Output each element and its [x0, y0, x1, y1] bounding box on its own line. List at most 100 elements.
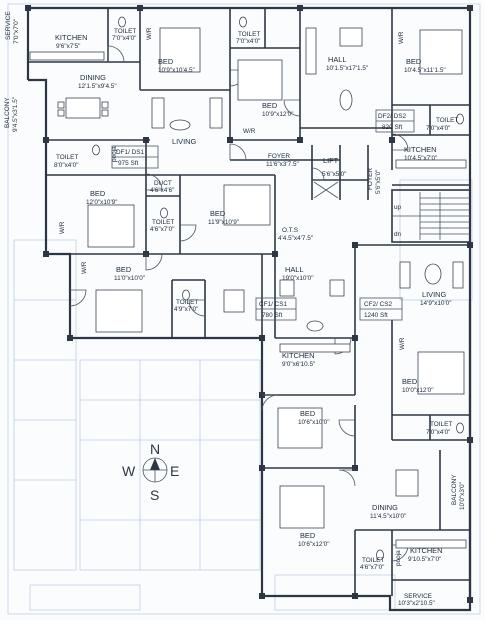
room-name-wr-n1: W/R: [146, 27, 153, 40]
room-dim-kitchen-s: 9'0"x6'10.5": [282, 361, 315, 368]
room-name-bed-n2: BED: [262, 101, 277, 110]
room-name-living-nw: LIVING: [172, 137, 196, 146]
room-dim-living-se: 14'9"x10'0": [420, 300, 452, 307]
room-dim-toilet-n2: 7'0"x4'0": [236, 38, 260, 45]
room-name-toilet-w: TOILET: [56, 154, 78, 161]
room-dim-ots: 4'4.5"x4'7.5": [278, 235, 313, 242]
doors: [69, 45, 409, 562]
room-dim-foyer-mid: 11'6"x3'7.5": [266, 161, 299, 168]
room-name-foyer-mid: FOYER: [268, 153, 290, 160]
stair-labels: up dn: [394, 204, 402, 238]
room-name-toilet-ne: TOILET: [436, 117, 458, 124]
room-dim-dining-nw: 12'1.5"x9'4.5": [78, 83, 117, 90]
room-dim-bed-s1: 10'6"x10'0": [298, 419, 330, 426]
room-name-toilet-n2: TOILET: [238, 31, 260, 38]
room-dim-bed-w: 12'0"x10'9": [86, 199, 118, 206]
room-name-dining-nw: DINING: [80, 73, 106, 82]
stair-down-label: dn: [394, 231, 402, 238]
unit-area-df1: 975 Sft: [118, 160, 138, 167]
room-name-wr-ne: W/R: [398, 31, 405, 44]
room-name-bed-se: BED: [402, 377, 417, 386]
room-name-bed-s1: BED: [300, 409, 315, 418]
room-name-service-nw: SERVICE: [5, 11, 12, 40]
room-dim-kitchen-ne: 10'4.5"x7'0": [404, 155, 437, 162]
unit-name-cf1: CF1/ CS1: [259, 301, 288, 308]
room-dim-kitchen-nw: 9'6"x7'5": [56, 43, 80, 50]
stair-up-label: up: [394, 204, 402, 211]
room-dim-bed-sw: 11'0"x10'0": [114, 275, 145, 282]
site-background: [7, 3, 481, 615]
compass-w: W: [122, 463, 136, 479]
room-name-kitchen-ne: KITCHEN: [404, 145, 436, 154]
room-name-lift: LIFT: [323, 156, 339, 165]
room-name-toilet-s: TOILET: [362, 557, 384, 564]
room-dim-toilet-ne: 7'0"x4'0": [426, 125, 450, 132]
room-name-pooja-2: pooja: [395, 550, 402, 566]
room-name-balcony-w: BALCONY: [4, 97, 11, 128]
room-dim-balcony-se: 10'0"x3'0": [459, 482, 466, 510]
room-dim-bed-s2: 10'6"x12'0": [298, 541, 330, 548]
room-dim-dining-s: 11'4.5"x10'0": [370, 513, 406, 520]
compass-s: S: [150, 487, 159, 503]
room-dim-toilet-n1: 7'0"x4'0": [112, 35, 136, 42]
room-dim-bed-n1: 10'9"x10'4.5": [158, 67, 195, 74]
room-dim-lift: 5'6"x5'0": [322, 171, 346, 178]
room-name-wr-se: W/R: [399, 337, 406, 350]
room-name-bed-ne: BED: [406, 57, 421, 66]
room-name-kitchen-se: KITCHEN: [410, 546, 442, 555]
room-name-toilet-c: TOILET: [152, 219, 174, 226]
unit-area-cf2: 1240 Sft: [364, 312, 388, 319]
room-name-hall-ne: HALL: [328, 55, 347, 64]
room-dim-bed-c: 11'9"x10'9": [208, 219, 239, 226]
furniture: [29, 16, 470, 561]
room-name-pooja-1: pooja: [111, 146, 118, 162]
unit-area-cf1: 780 Sft: [262, 312, 282, 319]
room-name-service-se: SERVICE: [404, 593, 432, 600]
room-name-dining-s: DINING: [372, 503, 398, 512]
room-name-toilet-se: TOILET: [430, 421, 452, 428]
room-dim-toilet-s: 4'6"x7'0": [360, 564, 384, 571]
room-name-balcony-se: BALCONY: [451, 474, 458, 505]
room-name-kitchen-nw: KITCHEN: [55, 33, 87, 42]
room-dim-hall-c: 19'0"x10'0": [282, 275, 314, 282]
room-dim-bed-n2: 10'9"x12'0": [262, 111, 294, 118]
room-name-toilet-n1: TOILET: [114, 28, 136, 35]
room-name-ots: O.T.S: [282, 227, 298, 234]
room-dim-kitchen-se: 9'10.5"x7'0": [408, 556, 441, 563]
compass-e: E: [170, 463, 179, 479]
room-name-toilet-sw: TOILET: [176, 299, 198, 306]
room-name-duct: DUCT: [154, 180, 172, 187]
room-name-wr-n2: W/R: [243, 128, 256, 135]
room-dim-toilet-sw: 4'9"x7'0": [174, 306, 198, 313]
unit-name-df2: DF2/ DS2: [378, 113, 407, 120]
room-name-wr-w: W/R: [59, 221, 66, 234]
room-dim-service-nw: 7'0"x7'0": [13, 18, 20, 44]
unit-area-df2: 820 Sft: [382, 124, 402, 131]
compass-n: N: [150, 441, 160, 457]
room-name-wr-sw: W/R: [81, 261, 88, 274]
unit-name-cf2: CF2/ CS2: [364, 301, 393, 308]
room-dim-hall-ne: 10'1.5"x17'1.5": [326, 65, 368, 72]
room-labels: SERVICE 7'0"x7'0" KITCHEN 9'6"x7'5" TOIL…: [4, 11, 466, 607]
room-name-living-se: LIVING: [422, 290, 446, 299]
room-name-bed-w: BED: [90, 189, 105, 198]
room-dim-bed-se: 10'0"x12'0": [402, 387, 434, 394]
room-dim-toilet-se: 7'0"x4'0": [426, 429, 450, 436]
unit-tags: DF1/ DS1 975 Sft DF2/ DS2 820 Sft CF1/ C…: [111, 109, 415, 321]
room-name-bed-sw: BED: [116, 265, 131, 274]
room-dim-balcony-w: 9'4.5"x3'1.5": [12, 97, 19, 132]
room-name-foyer-side: FOYER: [367, 168, 374, 190]
compass: N S E W: [122, 441, 179, 503]
room-dim-toilet-w: 8'0"x4'0": [54, 162, 78, 169]
room-dim-service-se: 10'3"x2'10.5": [398, 600, 435, 607]
room-name-hall-c: HALL: [285, 265, 304, 274]
compass-north-arrow: [150, 458, 160, 470]
room-name-bed-n1: BED: [158, 57, 173, 66]
room-dim-toilet-c: 4'6"x7'0": [150, 226, 174, 233]
room-dim-duct: 4'6"x4'6": [150, 187, 174, 194]
room-name-bed-s2: BED: [300, 531, 315, 540]
unit-name-df1: DF1/ DS1: [116, 149, 145, 156]
room-dim-foyer-side: 5'6"x5'0": [375, 170, 382, 194]
room-name-bed-c: BED: [210, 209, 225, 218]
